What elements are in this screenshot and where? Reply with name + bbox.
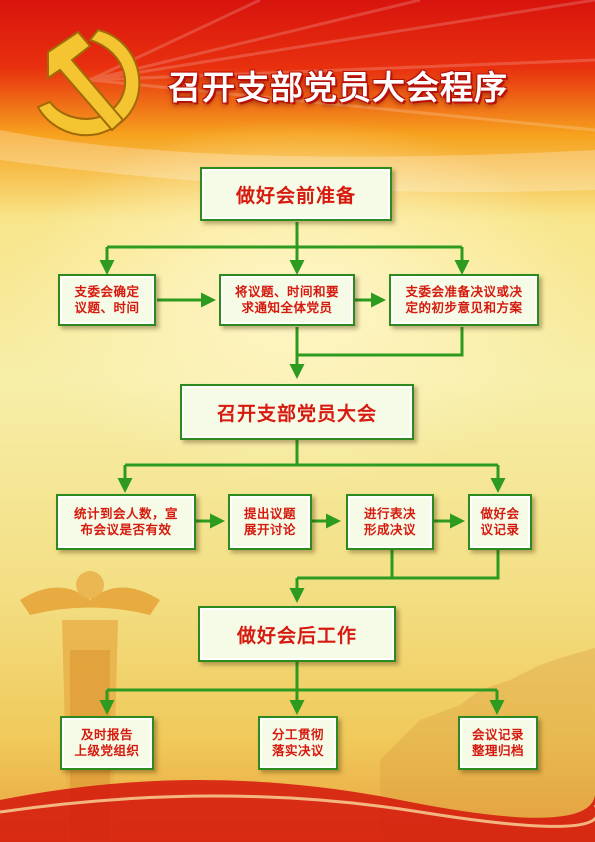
step-label: 分工贯彻 落实决议: [271, 727, 324, 758]
step-label: 将议题、时间和要 求通知全体党员: [234, 284, 339, 315]
heading-before-meeting: 做好会前准备: [200, 167, 392, 221]
heading-after-meeting: 做好会后工作: [198, 606, 396, 662]
step-label: 会议记录 整理归档: [471, 727, 524, 758]
step-committee-decide: 支委会确定 议题、时间: [58, 274, 156, 326]
step-label: 支委会确定 议题、时间: [74, 284, 140, 315]
step-archive-records: 会议记录 整理归档: [458, 716, 538, 770]
step-label: 进行表决 形成决议: [363, 506, 416, 537]
step-label: 统计到会人数，宣 布会议是否有效: [73, 506, 178, 537]
step-notify-members: 将议题、时间和要 求通知全体党员: [219, 274, 355, 326]
step-vote-resolve: 进行表决 形成决议: [346, 494, 434, 550]
heading-before-meeting-label: 做好会前准备: [235, 184, 356, 207]
step-report-superior: 及时报告 上级党组织: [60, 716, 154, 770]
step-implement-resolution: 分工贯彻 落实决议: [258, 716, 338, 770]
page-title: 召开支部党员大会程序: [168, 68, 508, 107]
step-label: 提出议题 展开讨论: [243, 506, 296, 537]
step-label: 支委会准备决议或决 定的初步意见和方案: [405, 284, 523, 315]
step-record-minutes: 做好会 议记录: [468, 494, 532, 550]
step-label: 及时报告 上级党组织: [74, 727, 140, 758]
heading-hold-meeting: 召开支部党员大会: [180, 384, 414, 440]
step-propose-discuss: 提出议题 展开讨论: [228, 494, 312, 550]
step-label: 做好会 议记录: [480, 506, 520, 537]
step-count-attendance: 统计到会人数，宣 布会议是否有效: [56, 494, 196, 550]
heading-after-meeting-label: 做好会后工作: [236, 624, 357, 647]
step-prepare-draft: 支委会准备决议或决 定的初步意见和方案: [389, 274, 539, 326]
bottom-red-wave: [0, 780, 595, 842]
heading-hold-meeting-label: 召开支部党员大会: [216, 402, 377, 425]
party-emblem-icon: [36, 28, 141, 137]
